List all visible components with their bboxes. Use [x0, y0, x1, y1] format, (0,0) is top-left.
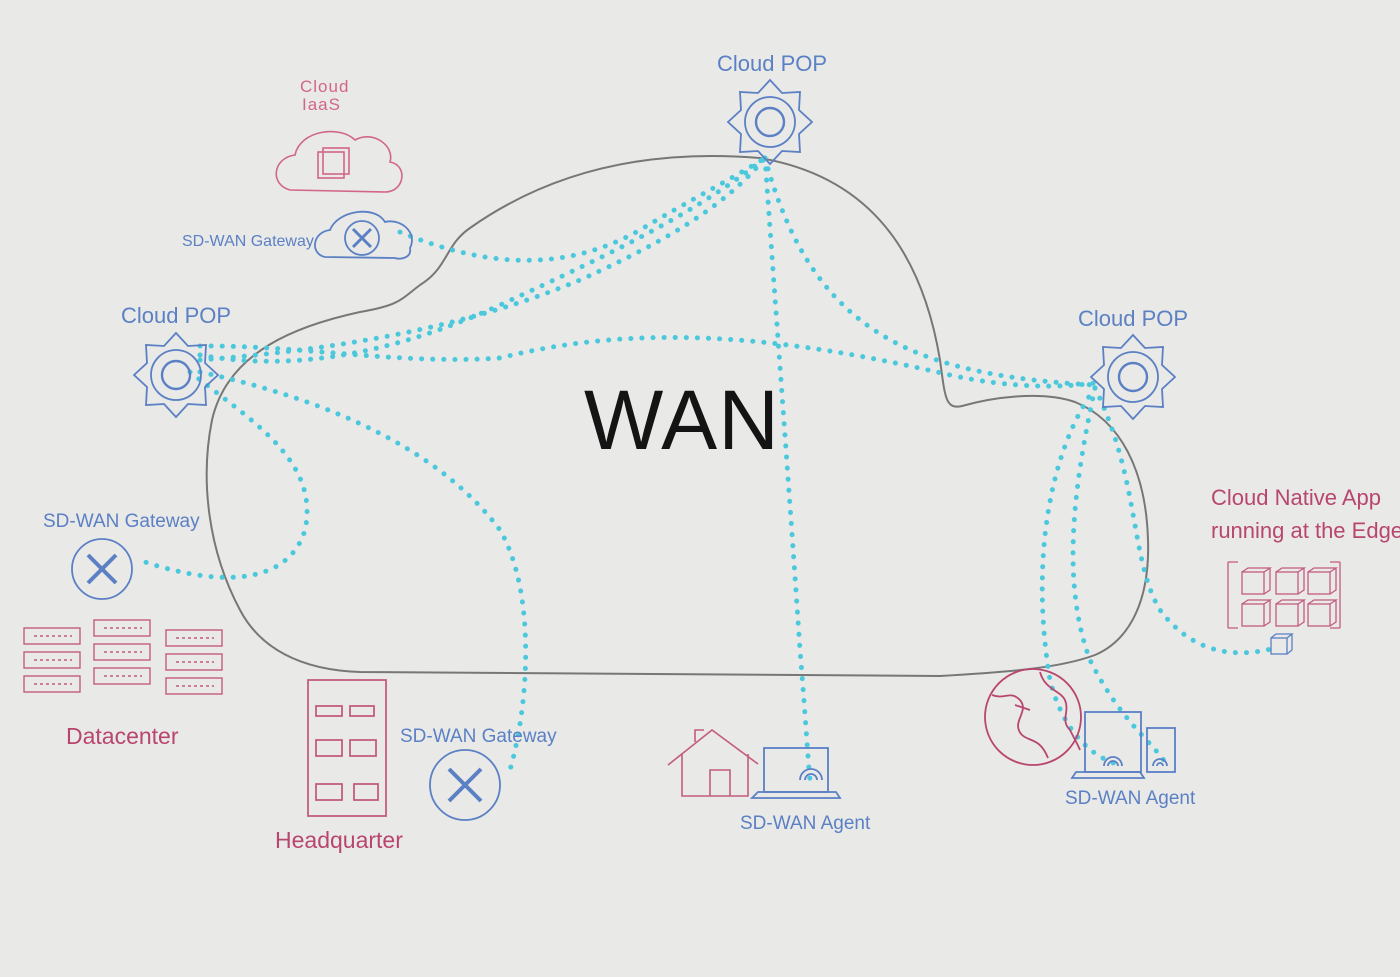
- network-links: [142, 155, 1278, 783]
- link-left-pop-to-dc-gateway: [142, 369, 310, 580]
- link-right-pop-to-edge-app: [1092, 385, 1278, 656]
- home-agent-laptop-icon: [749, 747, 842, 799]
- wan-title: WAN: [584, 373, 780, 467]
- iaas-gateway-icon: [314, 210, 413, 260]
- sdwan-gateway-iaas-label: SD-WAN Gateway: [182, 233, 314, 250]
- cloud-iaas-label-line1: Cloud: [300, 77, 350, 96]
- cloud-pop-left-icon: [132, 331, 220, 419]
- edge-app-label-line2: running at the Edge: [1211, 518, 1400, 543]
- link-pop-top-to-right-pop: [762, 155, 1098, 388]
- link-right-pop-to-mobile-a: [1039, 385, 1123, 768]
- datacenter-icon: [23, 619, 223, 695]
- cloud-pop-top-label: Cloud POP: [717, 51, 828, 76]
- cloud-pop-left-label: Cloud POP: [121, 303, 232, 328]
- edge-app-label-line1: Cloud Native App: [1211, 485, 1381, 510]
- link-pop-top-to-home-agent: [762, 155, 813, 783]
- link-iaas-gateway-to-pop-top: [397, 155, 768, 263]
- link-left-pop-to-pop-top-b: [197, 155, 768, 363]
- link-right-pop-to-mobile-b: [1070, 385, 1168, 765]
- sdwan-agent-home-label: SD-WAN Agent: [740, 813, 871, 834]
- globe-icon: [984, 668, 1082, 766]
- hq-gateway-icon: [429, 749, 501, 821]
- sdwan-agent-mobile-label: SD-WAN Agent: [1065, 788, 1196, 809]
- headquarter-icon: [307, 679, 387, 817]
- cloud-iaas-label-line2: IaaS: [302, 95, 341, 114]
- mobile-agent-devices-icon: [1070, 711, 1176, 779]
- house-icon: [667, 728, 759, 797]
- datacenter-gateway-icon: [71, 538, 133, 600]
- link-left-pop-to-hq-gateway: [197, 369, 529, 773]
- datacenter-label: Datacenter: [66, 723, 179, 749]
- link-left-pop-to-pop-top-a: [197, 155, 768, 364]
- cloud-pop-right-icon: [1089, 333, 1177, 421]
- sdwan-gateway-datacenter-label: SD-WAN Gateway: [43, 511, 200, 532]
- cloud-pop-right-label: Cloud POP: [1078, 306, 1189, 331]
- wan-cloud-outline: [205, 155, 1150, 678]
- link-left-pop-to-right-pop: [197, 334, 1098, 389]
- sdwan-gateway-hq-label: SD-WAN Gateway: [400, 726, 557, 747]
- cloud-pop-top-icon: [726, 78, 814, 166]
- cloud-iaas-icon: [275, 130, 403, 193]
- headquarter-label: Headquarter: [275, 827, 403, 853]
- edge-container-grid-icon: [1227, 561, 1341, 655]
